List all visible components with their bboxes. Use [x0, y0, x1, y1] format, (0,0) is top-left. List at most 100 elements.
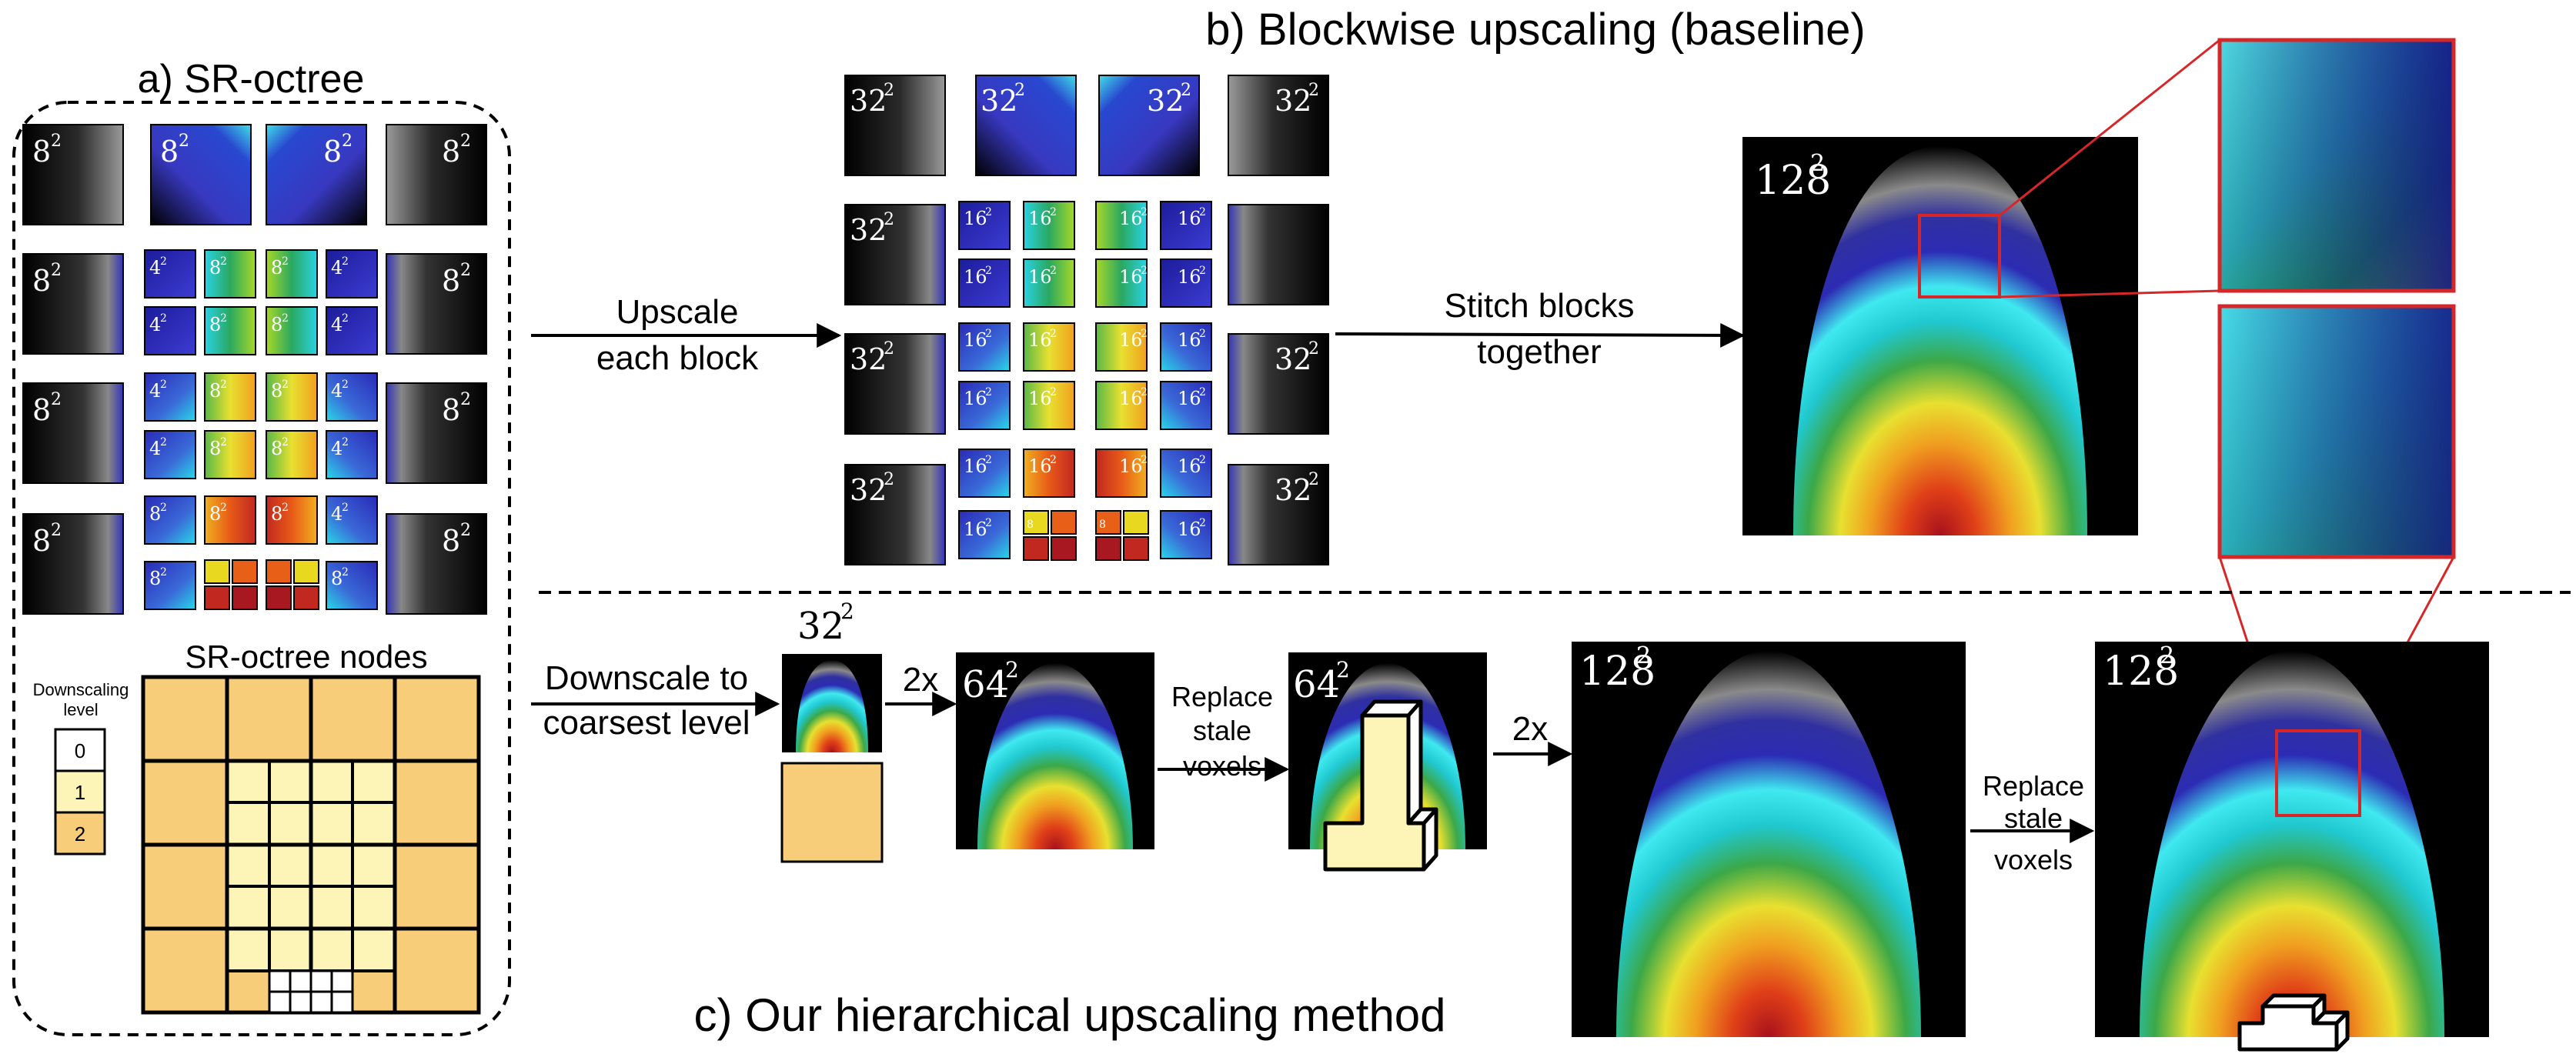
svg-text:2: 2 — [1308, 81, 1319, 100]
svg-text:16: 16 — [1028, 388, 1052, 409]
svg-text:16: 16 — [1178, 266, 1201, 288]
svg-text:2: 2 — [342, 566, 349, 579]
svg-text:2: 2 — [160, 312, 167, 325]
panel-b-inner-grid — [958, 201, 1212, 561]
svg-text:8: 8 — [209, 314, 221, 335]
panel-a-top-row — [22, 124, 487, 225]
svg-text:2: 2 — [1199, 454, 1206, 466]
svg-text:2: 2 — [51, 261, 62, 280]
svg-text:16: 16 — [964, 388, 987, 409]
svg-text:32: 32 — [850, 473, 887, 507]
svg-text:2: 2 — [220, 379, 227, 391]
svg-text:2: 2 — [460, 261, 471, 280]
upscale-label-line2: each block — [596, 339, 759, 377]
legend-swatch-0 — [54, 728, 106, 772]
svg-text:8: 8 — [323, 135, 342, 168]
svg-text:16: 16 — [1119, 266, 1143, 288]
svg-text:2: 2 — [220, 436, 227, 449]
svg-text:8: 8 — [149, 503, 161, 525]
svg-text:8: 8 — [32, 524, 51, 558]
svg-text:2: 2 — [282, 436, 289, 449]
svg-text:32: 32 — [1275, 84, 1311, 118]
svg-text:2: 2 — [985, 328, 992, 340]
svg-text:8: 8 — [271, 438, 282, 459]
svg-text:4: 4 — [149, 380, 161, 402]
svg-text:2: 2 — [884, 81, 894, 100]
svg-text:32: 32 — [850, 213, 887, 247]
svg-text:8: 8 — [149, 568, 161, 589]
svg-text:16: 16 — [1178, 519, 1201, 540]
svg-text:4: 4 — [331, 380, 342, 402]
legend-level-1: 1 — [75, 781, 85, 804]
svg-text:4: 4 — [331, 503, 342, 525]
svg-text:2: 2 — [884, 339, 894, 359]
legend-swatch-2 — [54, 811, 106, 856]
svg-text:2: 2 — [342, 255, 349, 268]
svg-text:16: 16 — [1119, 455, 1143, 477]
svg-text:16: 16 — [964, 329, 987, 351]
svg-text:2: 2 — [282, 502, 289, 514]
c-32-label: 32 — [797, 605, 844, 648]
c-128-label-a-sq: 2 — [1636, 642, 1651, 669]
svg-text:2: 2 — [51, 521, 62, 540]
stale-voxel-block-b — [2237, 993, 2350, 1052]
svg-text:2: 2 — [220, 502, 227, 514]
svg-text:2: 2 — [179, 132, 189, 151]
svg-text:8: 8 — [442, 393, 460, 427]
legend-level-0: 0 — [75, 739, 85, 762]
svg-text:2: 2 — [884, 470, 894, 489]
replace1-line2: stale — [1193, 715, 1251, 746]
svg-text:8: 8 — [32, 264, 51, 298]
panel-b-top-row — [844, 75, 1329, 176]
c-64-label-a-sq: 2 — [1005, 657, 1019, 682]
svg-text:16: 16 — [1028, 455, 1052, 477]
c-32-image — [782, 654, 882, 752]
legend-swatch-1 — [54, 769, 106, 814]
svg-text:2: 2 — [1141, 386, 1148, 399]
svg-text:8: 8 — [442, 264, 460, 298]
svg-text:16: 16 — [1178, 388, 1201, 409]
svg-text:8: 8 — [32, 135, 51, 168]
panel-a-frame — [12, 101, 511, 1036]
svg-text:2: 2 — [985, 517, 992, 529]
downscaling-legend: Downscaling level 0 1 2 — [33, 680, 129, 856]
panel-b-result-label: 128 — [1755, 158, 1831, 204]
svg-text:2: 2 — [282, 255, 289, 268]
svg-text:2: 2 — [160, 436, 167, 449]
c-128-label-a: 128 — [1579, 649, 1656, 695]
svg-text:2: 2 — [1141, 454, 1148, 466]
svg-text:2: 2 — [1141, 206, 1148, 218]
svg-text:2: 2 — [460, 521, 471, 540]
panel-b-title: b) Blockwise upscaling (baseline) — [1205, 5, 1866, 55]
svg-text:8: 8 — [1099, 519, 1106, 531]
svg-text:2: 2 — [1308, 470, 1319, 489]
upscale-label-line1: Upscale — [616, 293, 739, 331]
svg-text:2: 2 — [1199, 386, 1206, 399]
svg-text:16: 16 — [964, 519, 987, 540]
svg-text:2: 2 — [1050, 454, 1057, 466]
svg-text:4: 4 — [149, 314, 161, 335]
svg-text:32: 32 — [1147, 84, 1184, 118]
svg-text:16: 16 — [1178, 329, 1201, 351]
c-64-label-a: 64 — [962, 663, 1009, 706]
c-32-octree-node — [780, 762, 884, 863]
panel-b-side-blocks — [844, 204, 1329, 565]
svg-text:16: 16 — [964, 455, 987, 477]
svg-text:2: 2 — [160, 502, 167, 514]
svg-text:32: 32 — [850, 84, 887, 118]
svg-text:32: 32 — [850, 342, 887, 376]
stitch-label-line1: Stitch blocks — [1445, 287, 1635, 325]
svg-text:16: 16 — [1028, 208, 1052, 229]
c-32-label-sq: 2 — [840, 599, 854, 624]
svg-text:16: 16 — [964, 208, 987, 229]
panel-b-size-labels: 322 322 322 322 322 322 322 322 322 162 … — [850, 81, 1319, 540]
svg-text:4: 4 — [149, 438, 161, 459]
svg-text:2: 2 — [282, 312, 289, 325]
svg-text:2: 2 — [282, 379, 289, 391]
downscale-label-line2: coarsest level — [543, 704, 750, 742]
legend-title-line2: level — [63, 700, 98, 719]
svg-text:2: 2 — [985, 206, 992, 218]
svg-text:16: 16 — [1119, 388, 1143, 409]
svg-text:32: 32 — [1275, 342, 1311, 376]
c-zoom-region — [2275, 729, 2361, 817]
